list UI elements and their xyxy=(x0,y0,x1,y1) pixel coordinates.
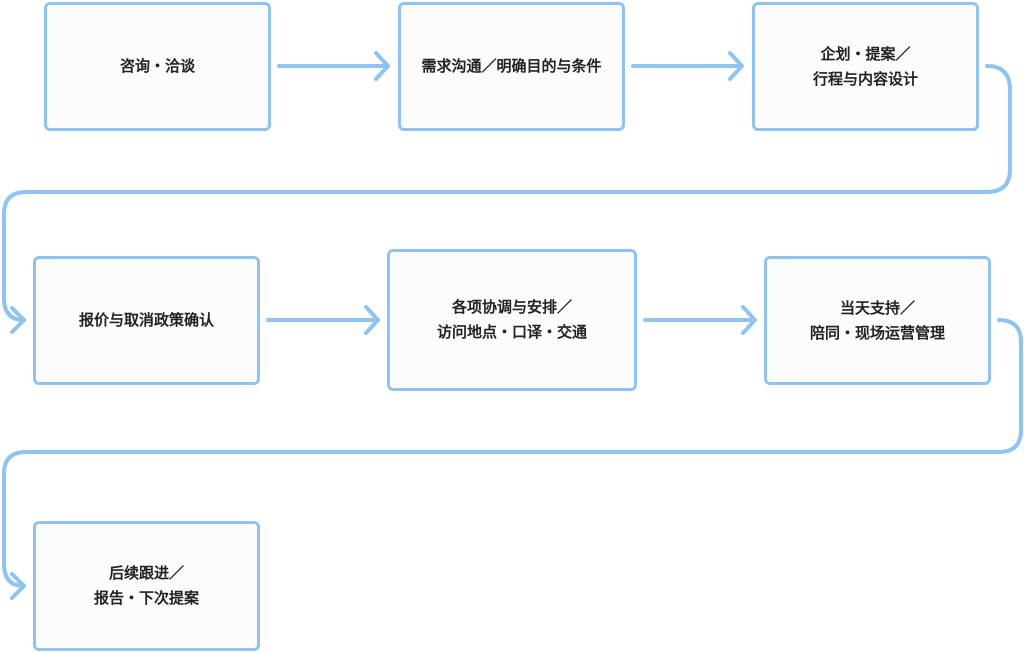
step-proposal-line-2: 行程与内容设计 xyxy=(812,69,918,88)
arrow-step2-to-step3 xyxy=(631,51,744,81)
arrow-step1-to-step2 xyxy=(277,51,390,81)
step-proposal: 企划・提案／ 行程与内容设计 xyxy=(752,2,979,131)
step-onsite-support-line-2: 陪同・现场运营管理 xyxy=(809,323,945,342)
step-follow-up-line-2: 报告・下次提案 xyxy=(93,589,199,607)
step-follow-up: 后续跟进／ 报告・下次提案 xyxy=(33,521,260,651)
step-arrangements-line-2: 访问地点・口译・交通 xyxy=(436,323,587,341)
step-onsite-support: 当天支持／ 陪同・现场运营管理 xyxy=(764,256,991,385)
step-requirements-line-1: 需求沟通／明确目的与条件 xyxy=(421,57,602,75)
step-follow-up-line-1: 后续跟进／ xyxy=(108,564,184,582)
step-proposal-line-1: 企划・提案／ xyxy=(820,44,911,63)
connector-row1-to-row2 xyxy=(2,64,1012,322)
arrowhead-into-step7 xyxy=(10,572,26,600)
step-arrangements: 各项协调与安排／ 访问地点・口译・交通 xyxy=(387,249,637,391)
step-arrangements-line-1: 各项协调与安排／ xyxy=(451,298,572,316)
arrowhead-into-step4 xyxy=(10,306,26,334)
step-onsite-support-line-1: 当天支持／ xyxy=(839,298,915,317)
step-requirements: 需求沟通／明确目的与条件 xyxy=(398,2,625,131)
step-consultation: 咨询・洽谈 xyxy=(44,2,271,131)
step-quotation: 报价与取消政策确认 xyxy=(33,256,260,385)
step-quotation-line-1: 报价与取消政策确认 xyxy=(78,311,214,329)
arrow-step4-to-step5 xyxy=(266,305,380,335)
arrow-step5-to-step6 xyxy=(643,305,757,335)
connector-row2-to-row3 xyxy=(2,318,1023,588)
step-consultation-line-1: 咨询・洽谈 xyxy=(119,57,195,75)
